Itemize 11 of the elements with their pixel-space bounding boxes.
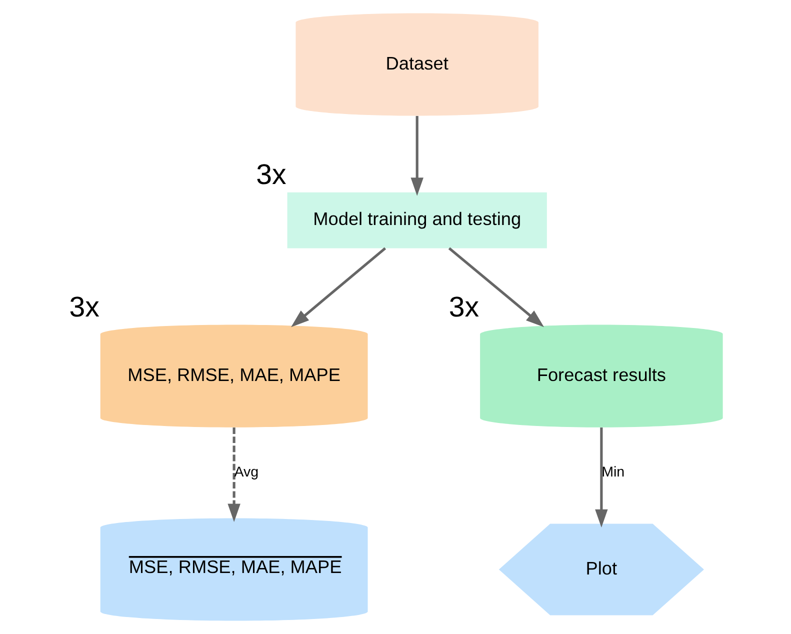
edge-label: Avg: [234, 464, 258, 480]
node-label: 3x: [448, 291, 479, 324]
arrow: [290, 247, 386, 328]
arrow: [410, 116, 423, 196]
arrow: [227, 428, 240, 522]
node-box: Model training and testing: [286, 192, 546, 248]
arrow: [448, 247, 544, 328]
arrow: [594, 428, 608, 528]
node-label: 3x: [68, 291, 99, 324]
node-label: 3x: [256, 159, 286, 192]
edge-label: Min: [601, 464, 624, 480]
